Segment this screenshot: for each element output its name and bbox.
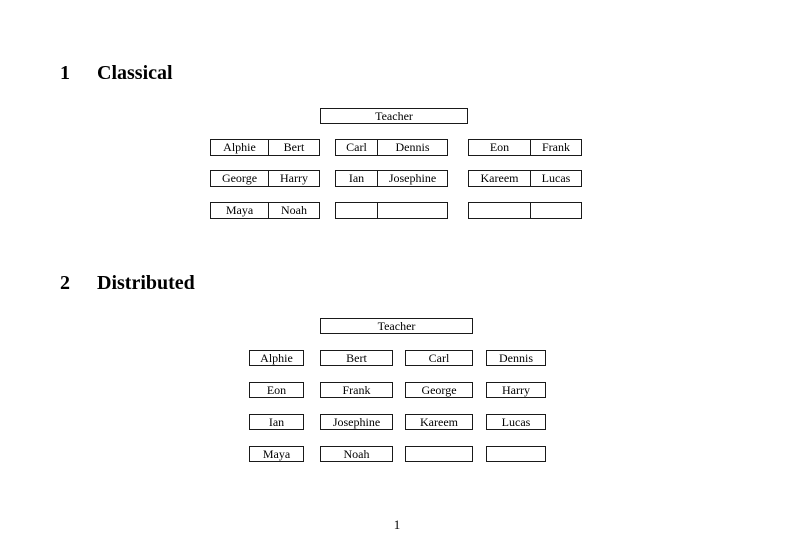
desk: Carl Dennis bbox=[335, 139, 448, 156]
desk-seat: Ian bbox=[336, 171, 378, 186]
seat-box: Eon bbox=[249, 382, 304, 398]
section-number: 1 bbox=[60, 62, 70, 84]
desk-seat: Harry bbox=[280, 171, 308, 185]
seat-box: Lucas bbox=[486, 414, 546, 430]
teacher-box: Teacher bbox=[320, 108, 468, 124]
section-heading-distributed: 2 Distributed bbox=[60, 272, 195, 294]
desk-seat-empty bbox=[531, 203, 581, 218]
section-title: Distributed bbox=[97, 272, 195, 294]
desk-seat: Kareem bbox=[469, 171, 531, 186]
seat-box: George bbox=[405, 382, 473, 398]
seat-box: Harry bbox=[486, 382, 546, 398]
desk-seat: Bert bbox=[283, 140, 305, 154]
desk-seat-empty bbox=[469, 203, 531, 218]
desk-seat: Carl bbox=[336, 140, 378, 155]
seat-box: Carl bbox=[405, 350, 473, 366]
seat-box: Ian bbox=[249, 414, 304, 430]
desk: Maya Noah bbox=[210, 202, 320, 219]
desk-seat: George bbox=[211, 171, 269, 186]
section-title: Classical bbox=[97, 62, 173, 84]
seat-box: Bert bbox=[320, 350, 393, 366]
seat-box: Frank bbox=[320, 382, 393, 398]
seat-box-empty bbox=[405, 446, 473, 462]
seat-box-empty bbox=[486, 446, 546, 462]
desk-empty bbox=[468, 202, 582, 219]
desk-seat: Lucas bbox=[541, 171, 571, 185]
desk: Ian Josephine bbox=[335, 170, 448, 187]
seat-box: Maya bbox=[249, 446, 304, 462]
page-number: 1 bbox=[393, 517, 401, 532]
desk-seat: Maya bbox=[211, 203, 269, 218]
desk-seat-empty bbox=[336, 203, 378, 218]
section-heading-classical: 1 Classical bbox=[60, 62, 173, 84]
seat-box: Noah bbox=[320, 446, 393, 462]
teacher-box: Teacher bbox=[320, 318, 473, 334]
seat-box: Josephine bbox=[320, 414, 393, 430]
seat-box: Dennis bbox=[486, 350, 546, 366]
desk: Eon Frank bbox=[468, 139, 582, 156]
desk-seat: Eon bbox=[469, 140, 531, 155]
desk-seat: Frank bbox=[542, 140, 570, 154]
desk: Alphie Bert bbox=[210, 139, 320, 156]
desk: George Harry bbox=[210, 170, 320, 187]
desk-seat: Alphie bbox=[211, 140, 269, 155]
desk-seat-empty bbox=[378, 203, 447, 218]
seat-box: Alphie bbox=[249, 350, 304, 366]
section-number: 2 bbox=[60, 272, 70, 294]
desk-seat: Dennis bbox=[395, 140, 430, 154]
teacher-label: Teacher bbox=[375, 108, 413, 123]
desk-seat: Noah bbox=[281, 203, 307, 217]
desk: Kareem Lucas bbox=[468, 170, 582, 187]
seat-box: Kareem bbox=[405, 414, 473, 430]
teacher-label: Teacher bbox=[377, 318, 416, 333]
desk-empty bbox=[335, 202, 448, 219]
desk-seat: Josephine bbox=[388, 171, 437, 185]
